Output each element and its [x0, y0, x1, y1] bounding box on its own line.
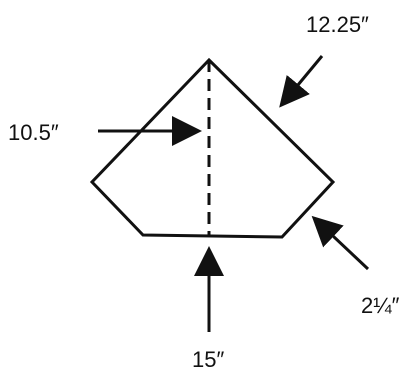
label-height: 10.5″	[8, 120, 59, 145]
arrow-short-edge	[311, 215, 370, 271]
pentagon-outline	[89, 57, 336, 239]
arrow-top-right-edge	[279, 55, 324, 108]
label-base-width: 15″	[192, 347, 224, 372]
label-short-edge: 2¼″	[361, 293, 400, 318]
label-top-right-edge: 12.25″	[306, 12, 369, 37]
